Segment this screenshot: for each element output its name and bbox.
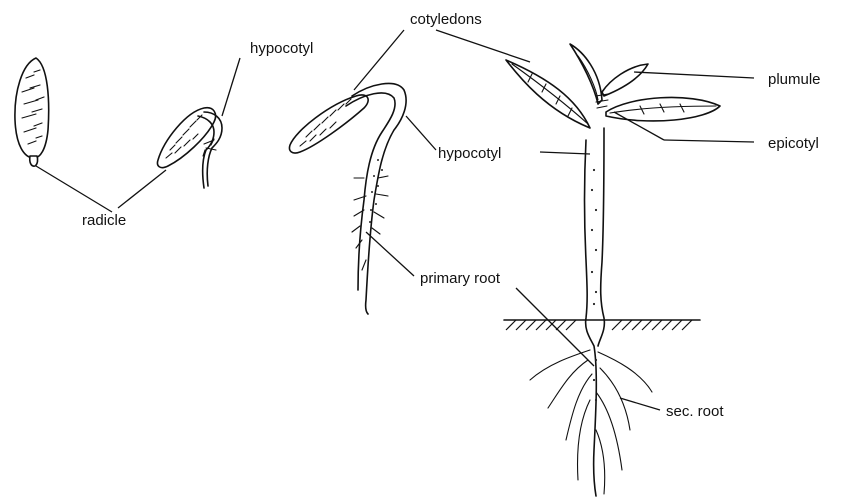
- label-sec-root: sec. root: [666, 403, 724, 420]
- stage1-radicle-tip: [30, 156, 38, 166]
- stage4-plant: [504, 44, 720, 496]
- label-radicle: radicle: [82, 212, 126, 229]
- label-cotyledons: cotyledons: [410, 11, 482, 28]
- label-hypocotyl-stage3: hypocotyl: [438, 145, 501, 162]
- label-epicotyl: epicotyl: [768, 135, 819, 152]
- label-plumule: plumule: [768, 71, 821, 88]
- stage1-seed: [15, 58, 49, 166]
- stage2-germinating-seed: [157, 108, 222, 188]
- leader-lines: [36, 30, 754, 410]
- label-primary-root: primary root: [420, 270, 501, 287]
- label-hypocotyl-stage2: hypocotyl: [250, 40, 313, 57]
- stage3-seedling: [289, 83, 406, 314]
